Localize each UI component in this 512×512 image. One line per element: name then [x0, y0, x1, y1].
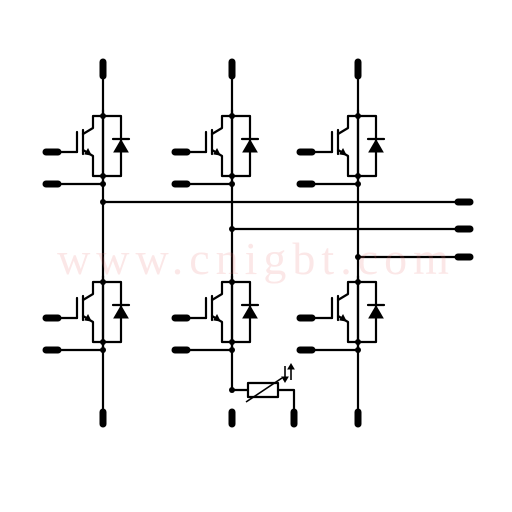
leg-wires [101, 64, 360, 422]
high-side-switch-w [306, 108, 386, 189]
phase-outputs [100, 198, 474, 261]
low-side-switch-u [51, 274, 131, 355]
low-side-switch-w [306, 274, 386, 355]
low-side-switch-v [180, 274, 260, 355]
gate-terminals [42, 148, 316, 354]
ntc-arrow-icon [281, 363, 295, 383]
top-terminals [99, 58, 362, 80]
ntc-thermistor [229, 363, 296, 420]
high-side-switch-v [180, 108, 260, 189]
bottom-terminals [99, 408, 362, 428]
high-side-switch-u [51, 108, 131, 189]
